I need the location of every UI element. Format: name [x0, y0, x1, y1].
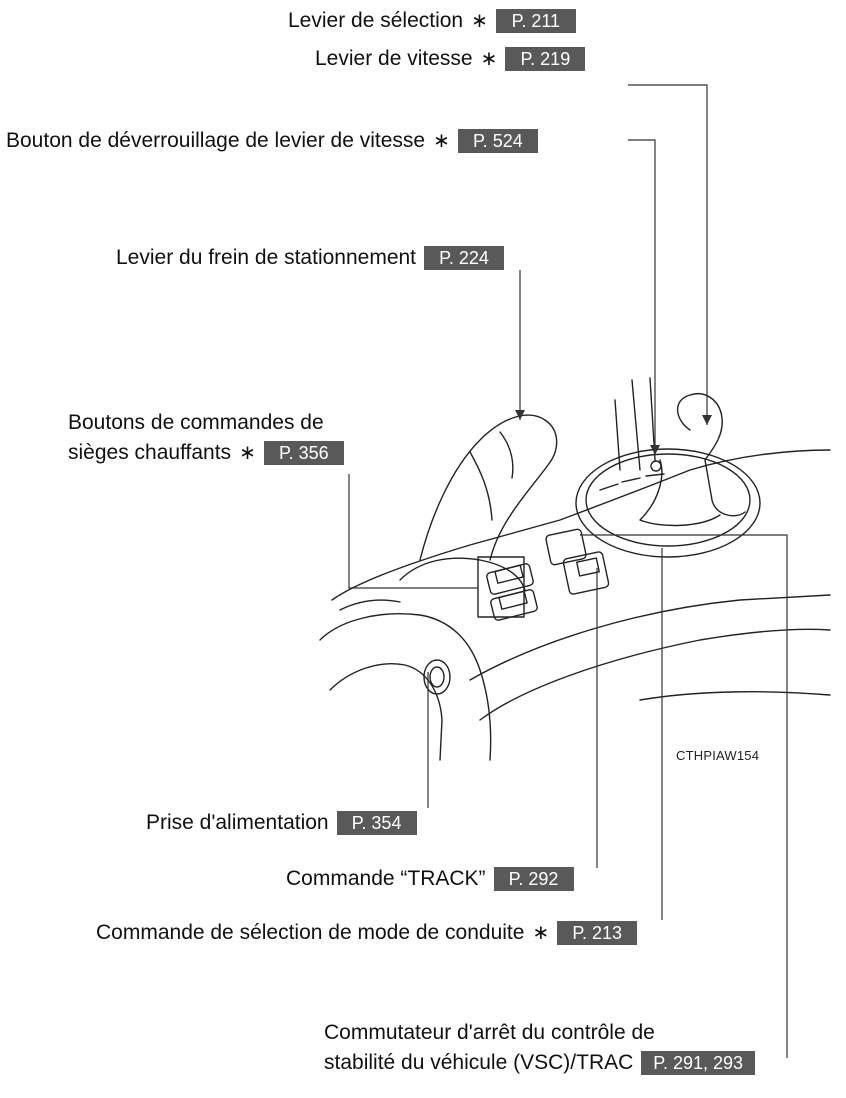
page-ref-badge[interactable]: P. 291, 293: [641, 1051, 756, 1075]
asterisk-icon: ∗: [471, 10, 488, 32]
leader-shift-lock: [628, 139, 656, 455]
page-ref-badge[interactable]: P. 356: [263, 441, 344, 465]
page-ref-badge[interactable]: P. 219: [505, 47, 586, 71]
page-ref-badge[interactable]: P. 354: [336, 811, 417, 835]
callout-seat-heater: Boutons de commandes de sièges chauffant…: [68, 410, 344, 466]
callout-label: Prise d'alimentation: [146, 811, 329, 834]
callout-shift-lever: Levier de vitesse ∗ P. 219: [315, 46, 586, 72]
parking-brake-shape: [419, 414, 558, 561]
page-ref-badge[interactable]: P. 213: [557, 921, 638, 945]
console-outline-lower: [319, 613, 492, 761]
page-ref-badge[interactable]: P. 224: [424, 246, 505, 270]
callout-power-outlet: Prise d'alimentation P. 354: [146, 810, 417, 836]
shift-gate: [585, 453, 751, 547]
callout-vsc-off: Commutateur d'arrêt du contrôle de stabi…: [324, 1020, 756, 1076]
page-ref-badge[interactable]: P. 524: [457, 129, 538, 153]
callout-selection-lever: Levier de sélection ∗ P. 211: [288, 8, 576, 34]
page-ref-badge[interactable]: P. 211: [495, 9, 576, 33]
callout-label: Commande de sélection de mode de conduit…: [96, 921, 525, 944]
callout-label-line2: stabilité du véhicule (VSC)/TRAC: [324, 1051, 634, 1074]
callout-shift-lock-release: Bouton de déverrouillage de levier de vi…: [6, 128, 538, 154]
callout-label-line1: Boutons de commandes de: [68, 411, 324, 434]
callout-drive-mode: Commande de sélection de mode de conduit…: [96, 920, 638, 946]
callout-label: Commande “TRACK”: [286, 867, 486, 890]
callout-track-switch: Commande “TRACK” P. 292: [286, 866, 574, 892]
leader-vsc: [580, 534, 788, 1058]
callout-label: Levier de vitesse: [315, 47, 473, 70]
callout-parking-brake: Levier du frein de stationnement P. 224: [116, 245, 505, 271]
asterisk-icon: ∗: [433, 130, 450, 152]
leader-shift-lever: [628, 84, 708, 425]
page-ref-badge[interactable]: P. 292: [493, 867, 574, 891]
asterisk-icon: ∗: [239, 442, 256, 464]
asterisk-icon: ∗: [480, 48, 498, 70]
callout-label: Levier de sélection: [288, 9, 464, 32]
figure-code: CTHPIAW154: [676, 748, 760, 763]
callout-label-line1: Commutateur d'arrêt du contrôle de: [324, 1021, 655, 1044]
shift-knob: [676, 393, 746, 517]
leader-seat-heater: [348, 474, 478, 589]
asterisk-icon: ∗: [532, 922, 550, 944]
power-outlet-shape: [423, 659, 451, 695]
console-outline-left: [331, 449, 831, 601]
callout-label: Levier du frein de stationnement: [116, 246, 417, 269]
callout-label: Bouton de déverrouillage de levier de vi…: [6, 129, 426, 152]
callout-label-line2: sièges chauffants: [68, 441, 232, 464]
